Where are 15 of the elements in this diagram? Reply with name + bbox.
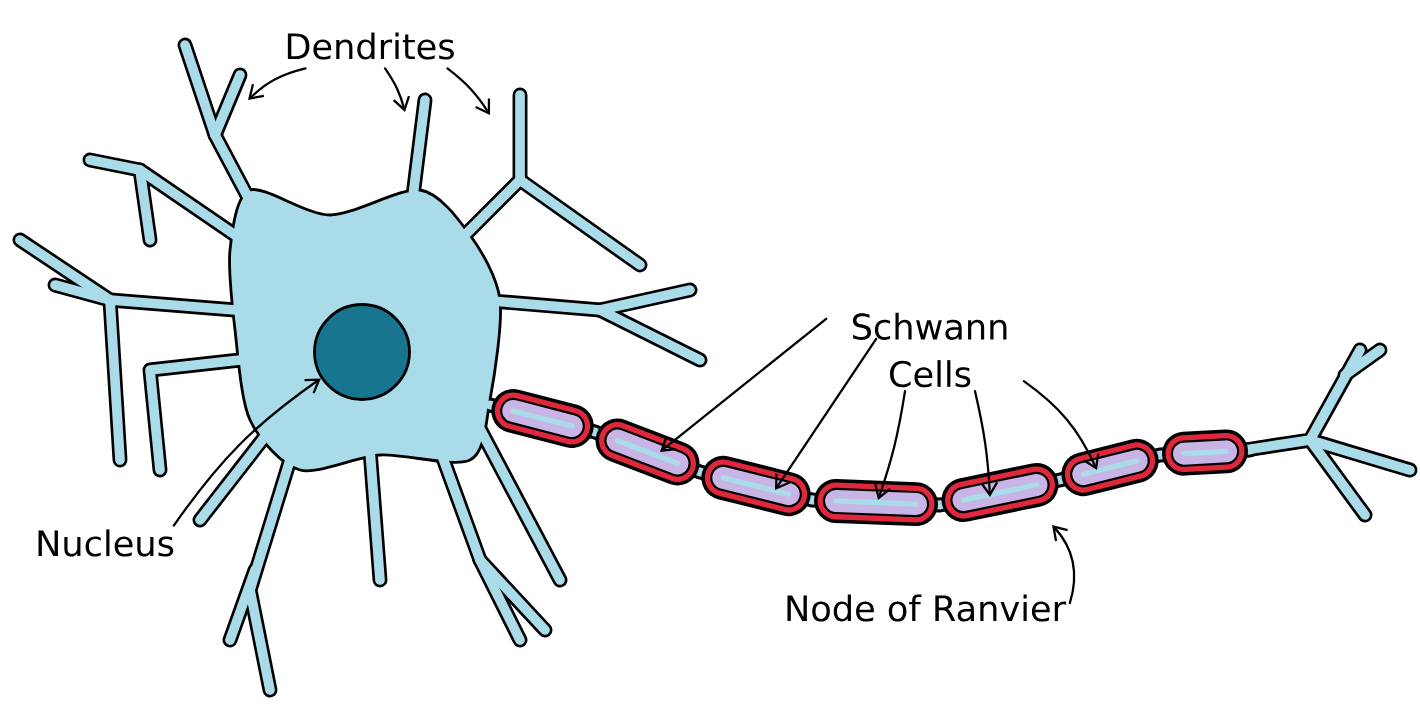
label: Schwann Cells [852, 312, 1007, 388]
leader-line [383, 67, 411, 112]
label: Dendrites [287, 32, 454, 60]
leader-line [1052, 525, 1076, 605]
leader-line [775, 337, 878, 490]
label: Node of Ranvier [787, 594, 1067, 622]
label: Nucleus [38, 529, 174, 557]
nucleus [313, 303, 411, 401]
leader-line [874, 390, 907, 500]
leader-line [1022, 380, 1100, 470]
leader-line [172, 378, 321, 527]
leader-line [248, 67, 307, 100]
leader-line [446, 67, 491, 115]
leader-line [660, 317, 828, 452]
leader-line [973, 390, 999, 497]
